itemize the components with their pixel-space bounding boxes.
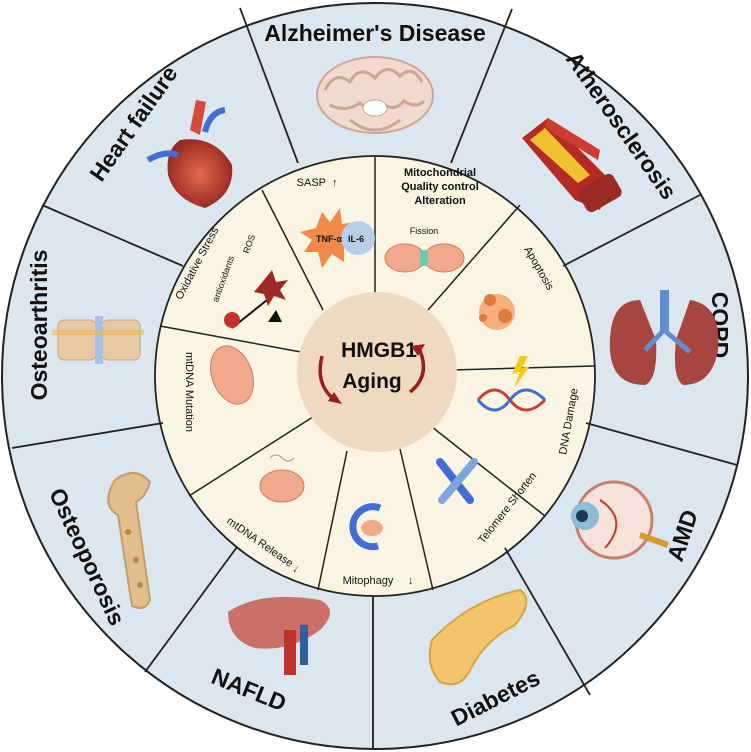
cycle-arrowhead-left: [328, 392, 342, 404]
dna-illustration: [476, 356, 547, 412]
cytokine-illustration: [300, 208, 375, 268]
lungs-illustration: [609, 290, 719, 385]
mito-qc-line2: Quality control: [401, 181, 479, 193]
mtdna-mutation-illustration: [210, 345, 254, 405]
outer-label-alzheimers: Alzheimer's Disease: [264, 20, 486, 46]
femur-illustration: [107, 472, 152, 609]
inner-dividers: [159, 157, 595, 591]
inner-label-mitophagy: Mitophagy: [343, 575, 394, 587]
mitophagy-illustration: [349, 503, 383, 551]
outer-dividers: [11, 7, 738, 748]
fission-illustration: [384, 243, 465, 273]
knee-illustration: [52, 316, 144, 364]
mtdna-release-down-arrow: ↓: [290, 563, 301, 576]
outer-label-osteoarthritis: Osteoarthritis: [26, 250, 52, 401]
liver-illustration: [228, 596, 330, 675]
sasp-up-arrow: ↑: [332, 177, 338, 189]
mtdna-release-illustration: [259, 454, 305, 503]
apoptosis-illustration: [479, 294, 515, 330]
center-circle: [297, 292, 457, 452]
mito-qc-line3: Alteration: [414, 195, 466, 207]
artery-illustration: [522, 118, 622, 213]
mito-qc-line1: Mitochondrial: [404, 167, 476, 179]
center-aging-label: Aging: [342, 370, 401, 393]
tnf-alpha-label: TNF-α: [316, 234, 342, 244]
il6-label: IL-6: [348, 234, 364, 244]
brain-illustration: [316, 56, 434, 134]
inner-label-mtdna-mutation: mtDNA Mutation: [183, 352, 195, 432]
pancreas-illustration: [428, 588, 528, 686]
mitophagy-down-arrow: ↓: [408, 575, 414, 587]
oxidative-balance-illustration: [224, 270, 288, 329]
inner-label-sasp: SASP: [297, 177, 326, 189]
heart-illustration: [146, 100, 233, 208]
center-hmgb1-label: HMGB1: [341, 339, 417, 362]
chromosome-illustration: [436, 458, 478, 504]
fission-label: Fission: [410, 226, 439, 236]
eye-illustration: [571, 480, 670, 560]
cycle-arrowhead-right: [411, 344, 425, 356]
